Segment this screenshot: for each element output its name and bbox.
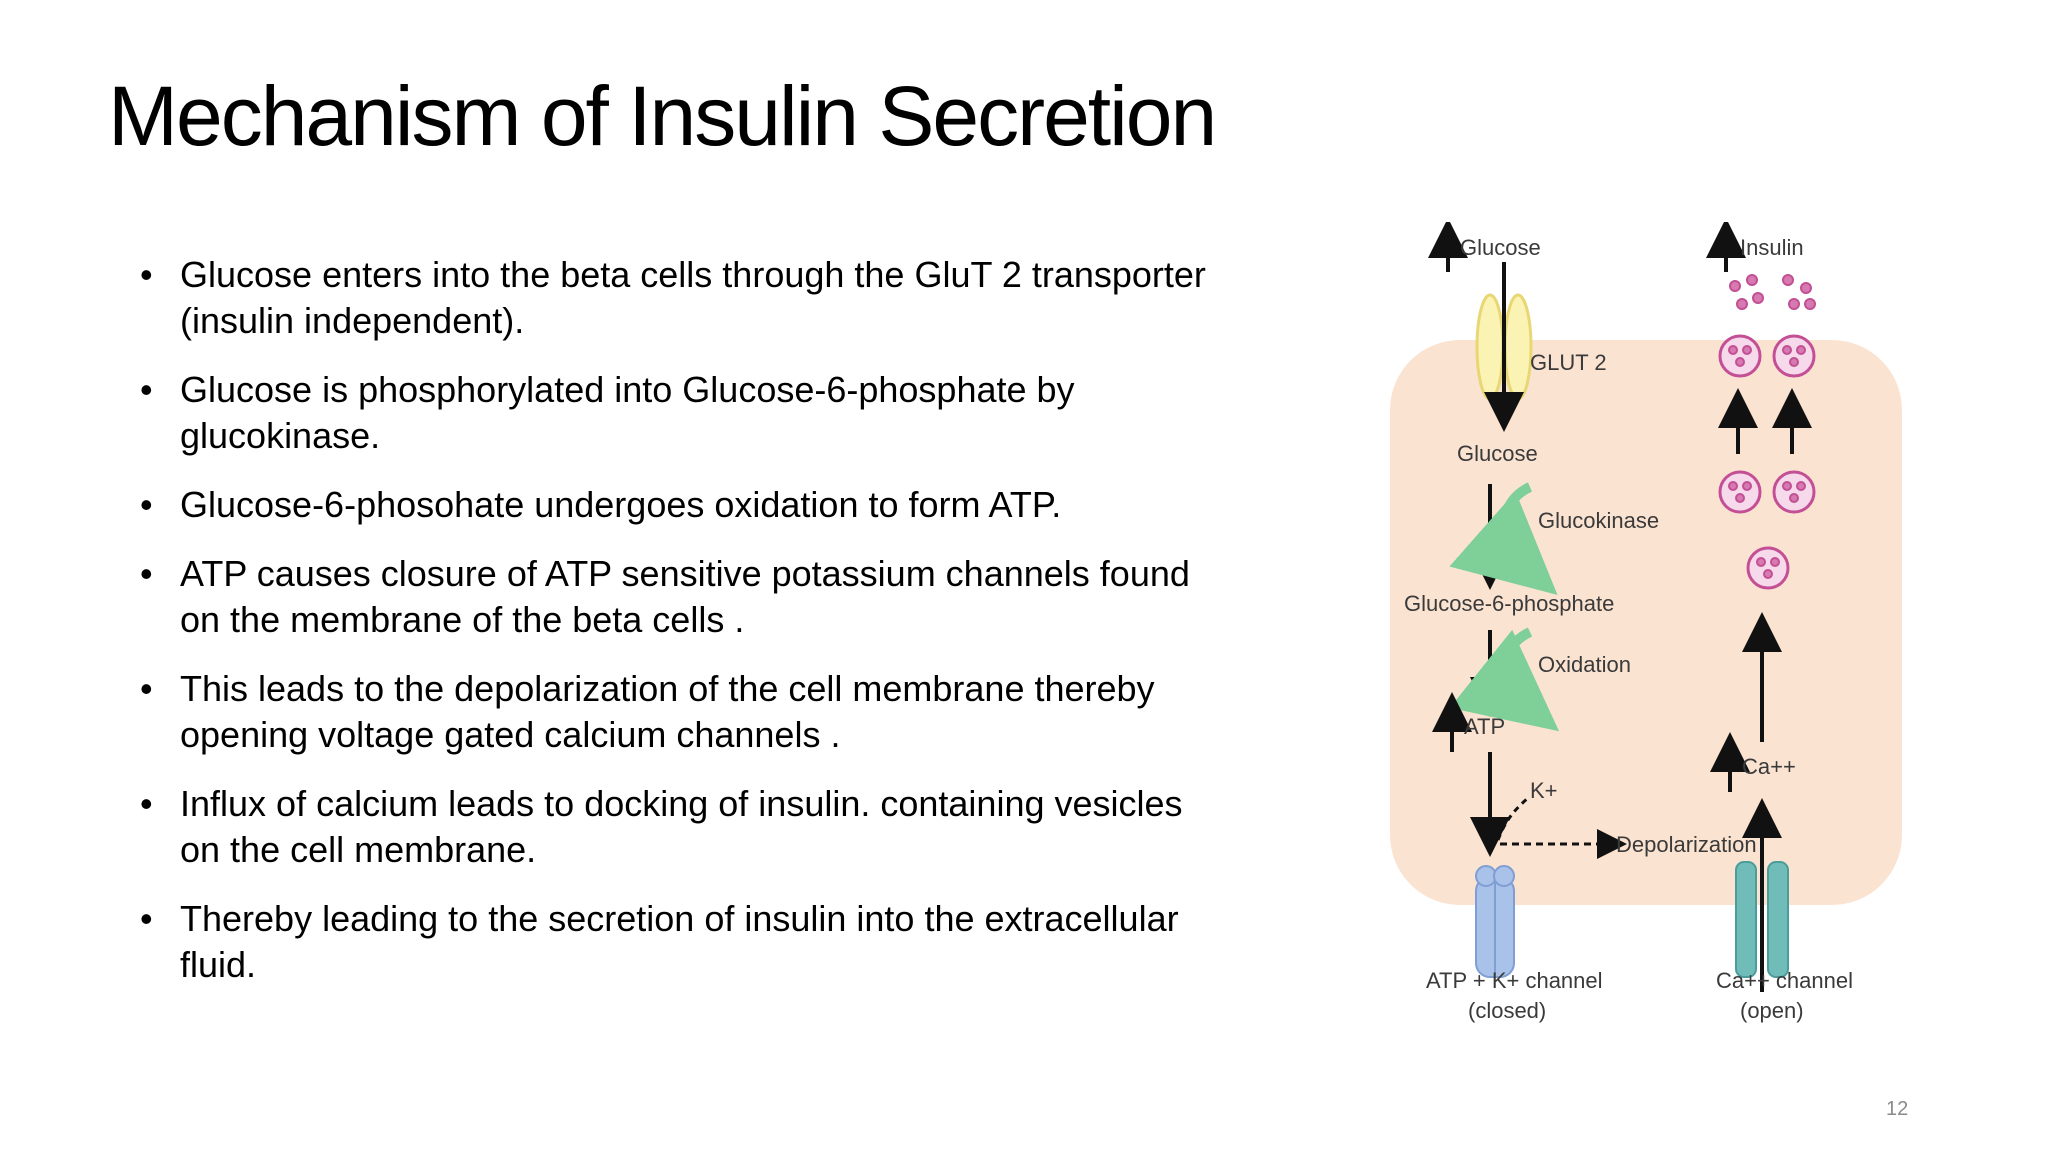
- bullet-item: Glucose enters into the beta cells throu…: [140, 252, 1230, 344]
- ca-state-label: (open): [1740, 998, 1804, 1023]
- bullet-item: This leads to the depolarization of the …: [140, 666, 1230, 758]
- katp-state-label: (closed): [1468, 998, 1546, 1023]
- oxidation-label: Oxidation: [1538, 652, 1631, 677]
- k-dashed-arrow: [1496, 796, 1529, 841]
- oxidation-arrow: [1449, 627, 1560, 732]
- insulin-top-label: Insulin: [1740, 235, 1804, 260]
- page-number: 12: [1886, 1098, 1909, 1120]
- insulin-secretion-diagram: Glucose GLUT 2 Glucose Glucokinase Gluco…: [1390, 222, 1910, 1032]
- glucokinase-arrow: [1449, 482, 1558, 596]
- depolarization-label: Depolarization: [1616, 832, 1757, 857]
- ca-channel-right: [1767, 861, 1789, 978]
- bullet-list: Glucose enters into the beta cells throu…: [140, 252, 1230, 1011]
- bullet-item: Thereby leading to the secretion of insu…: [140, 896, 1230, 988]
- glucokinase-label: Glucokinase: [1538, 508, 1659, 533]
- beta-cell: [1390, 340, 1902, 905]
- ca-label: Ca++: [1742, 754, 1796, 779]
- bullet-item: Glucose-6-phosohate undergoes oxidation …: [140, 482, 1230, 528]
- glucose-inside-label: Glucose: [1457, 441, 1538, 466]
- insulin-granules: [1728, 274, 1816, 579]
- g6p-label: Glucose-6-phosphate: [1404, 591, 1614, 616]
- bullet-item: ATP causes closure of ATP sensitive pota…: [140, 551, 1230, 643]
- glut2-transporter-left: [1475, 293, 1505, 401]
- ca-channel-left: [1735, 861, 1757, 978]
- bullet-item: Influx of calcium leads to docking of in…: [140, 781, 1230, 873]
- katp-channel-label: ATP + K+ channel: [1426, 968, 1603, 993]
- glucose-top-label: Glucose: [1460, 235, 1541, 260]
- bullet-item: Glucose is phosphorylated into Glucose-6…: [140, 367, 1230, 459]
- glut2-label: GLUT 2: [1530, 350, 1607, 375]
- glut2-transporter-right: [1503, 293, 1533, 401]
- k-label: K+: [1530, 778, 1558, 803]
- atp-label: ATP: [1464, 714, 1505, 739]
- slide-title: Mechanism of Insulin Secretion: [108, 69, 1217, 163]
- ca-channel-label: Ca++ channel: [1716, 968, 1853, 993]
